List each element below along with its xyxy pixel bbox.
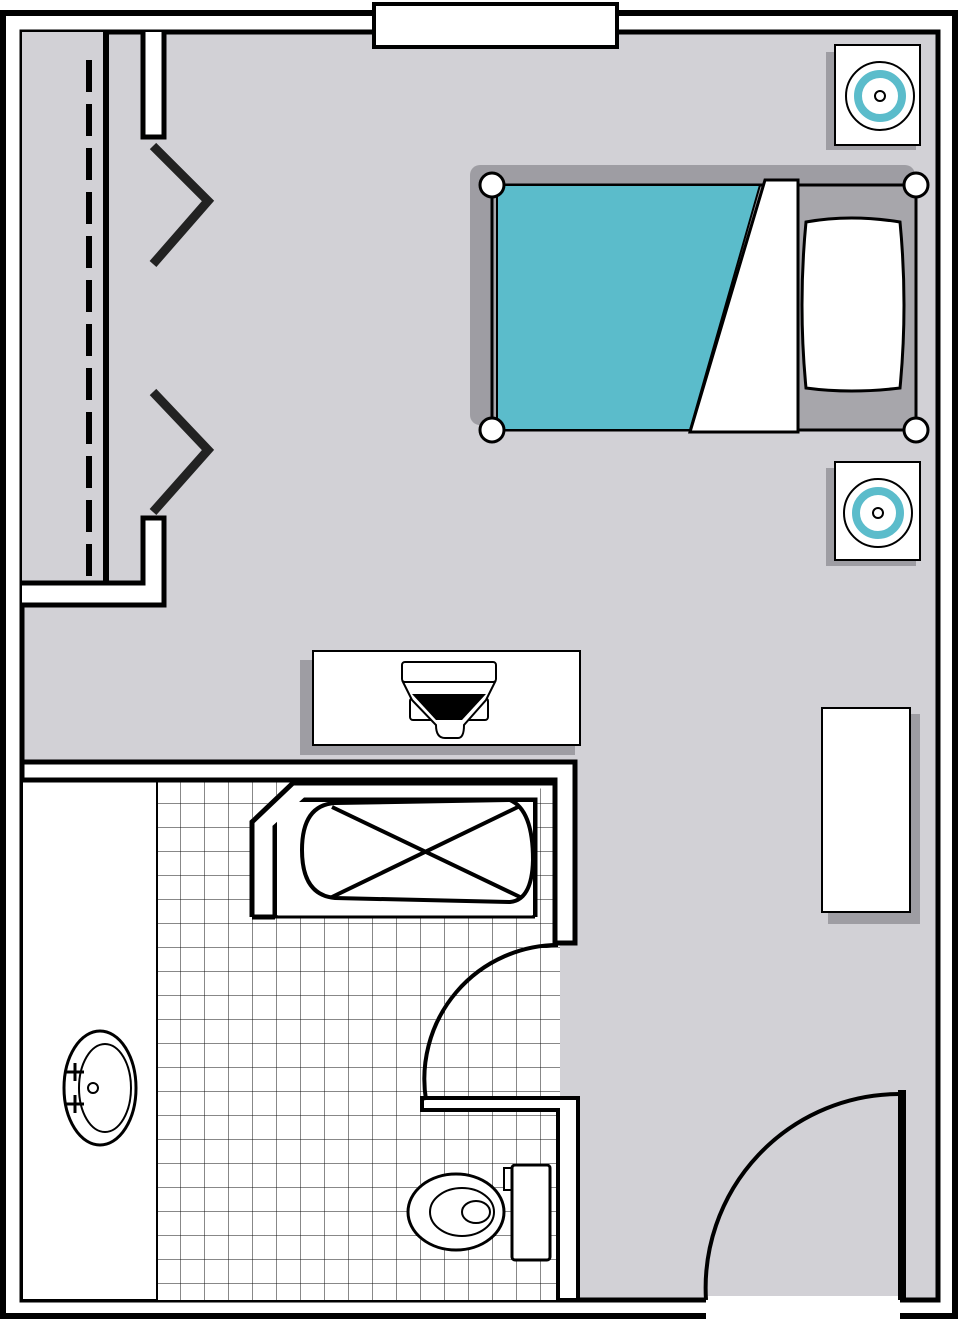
bathroom-door[interactable] <box>422 943 559 1101</box>
closet-partition-bottom <box>22 515 167 608</box>
closet <box>22 32 215 608</box>
bathroom-wall-top <box>19 759 578 946</box>
bedpost <box>478 416 506 444</box>
window <box>372 2 619 49</box>
closet-partition-top <box>140 32 167 140</box>
bedpost <box>478 171 506 199</box>
toilet <box>406 1163 552 1262</box>
nightstand-top <box>826 44 921 150</box>
blanket-fold <box>687 178 800 434</box>
pillow <box>800 216 906 393</box>
entry-door[interactable] <box>703 1090 906 1301</box>
bedpost <box>902 416 930 444</box>
dresser <box>821 707 920 924</box>
chair-icon[interactable] <box>401 661 497 739</box>
entry-doorway <box>706 1296 900 1321</box>
desk <box>300 650 581 755</box>
faucet-icon[interactable] <box>66 1063 84 1113</box>
bathroom <box>19 759 580 1302</box>
bathtub <box>299 797 536 905</box>
nightstand-bottom <box>826 461 921 566</box>
bedpost <box>902 171 930 199</box>
drain-icon <box>87 1082 99 1094</box>
bathroom-wall-lower <box>420 1096 580 1302</box>
sink <box>62 1029 138 1147</box>
bed <box>470 165 930 444</box>
bifold-door-bottom[interactable] <box>149 388 215 515</box>
bifold-door-top[interactable] <box>149 142 215 267</box>
